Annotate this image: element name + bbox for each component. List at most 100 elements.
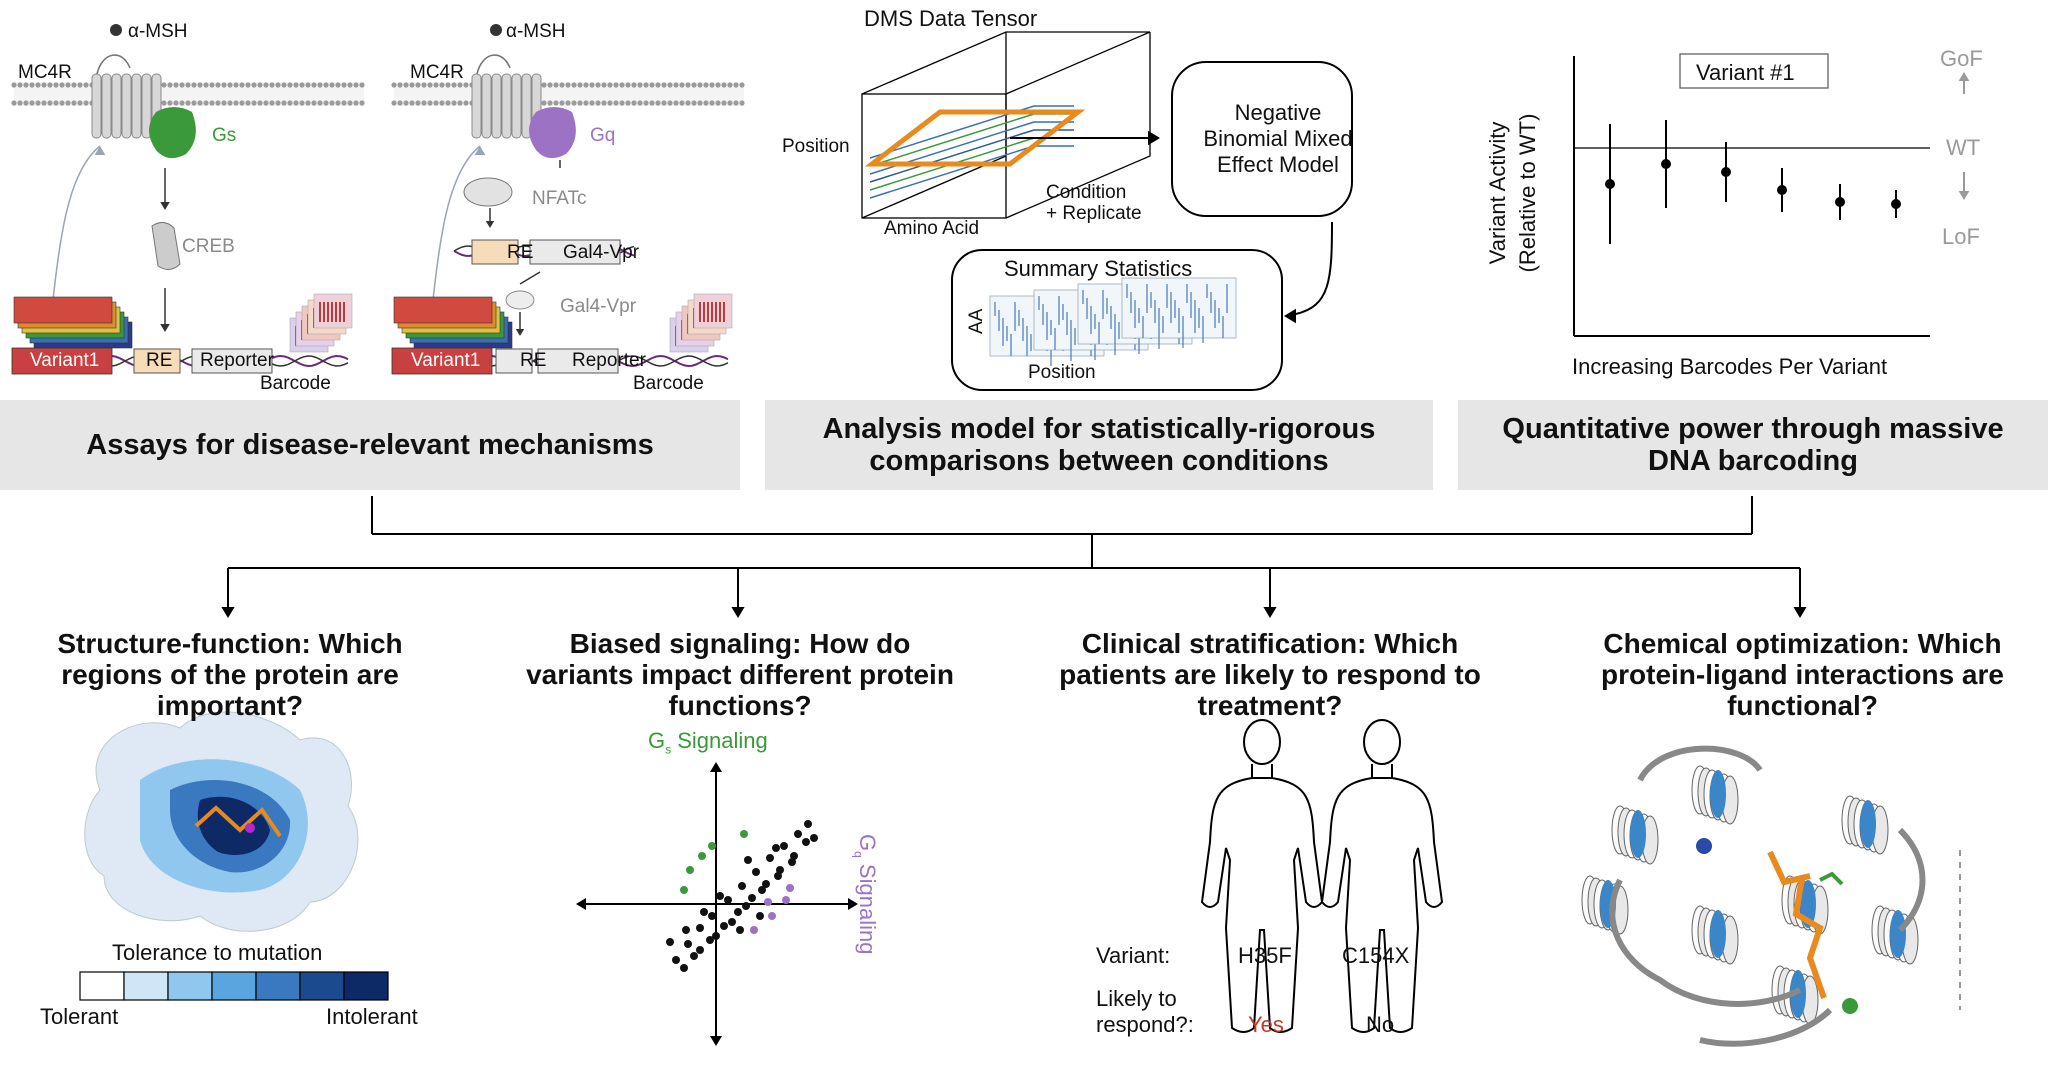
membrane-head-bottom xyxy=(305,100,311,106)
membrane-head-bottom xyxy=(179,100,185,106)
gof-arrow-head xyxy=(1958,72,1970,81)
heatmap-cell xyxy=(1142,316,1144,338)
respond-row-label: Likely to respond?: xyxy=(1096,986,1194,1037)
membrane-head-top xyxy=(347,82,353,88)
heatmap-cell xyxy=(1010,334,1012,356)
caption-model: Analysis model for statistically-rigorou… xyxy=(765,400,1433,490)
scatter-point xyxy=(680,964,688,972)
membrane-head-bottom xyxy=(691,100,697,106)
loop-coil xyxy=(1609,745,1926,1047)
tolerance-swatch xyxy=(123,971,169,1001)
tf-head xyxy=(485,221,495,228)
heatmap-cell xyxy=(1090,306,1092,334)
receptor-helix xyxy=(481,73,492,139)
membrane-head-top xyxy=(305,82,311,88)
scatter-point xyxy=(716,892,724,900)
variants-stack xyxy=(13,296,113,324)
tensor-aa-label: Amino Acid xyxy=(884,218,980,239)
clinical-title: Clinical stratification: Which patients … xyxy=(1059,628,1481,721)
membrane-head-bottom xyxy=(167,100,173,106)
re-box xyxy=(133,348,181,374)
barcodes-barcode-bar xyxy=(327,302,329,322)
helix-highlight xyxy=(1710,770,1726,818)
membrane-head-bottom xyxy=(637,100,643,106)
membrane-head-bottom xyxy=(727,100,733,106)
tolerance-swatch xyxy=(299,971,345,1001)
membrane-head-bottom xyxy=(17,100,23,106)
membrane-head-top xyxy=(245,82,251,88)
heatmap-cell xyxy=(1066,312,1068,335)
barcodes-barcode-bar xyxy=(343,302,345,322)
helix-highlight xyxy=(1890,910,1906,958)
membrane-head-bottom xyxy=(703,100,709,106)
heatmap-cell xyxy=(1102,290,1104,319)
biased-title: Biased signaling: How do variants impact… xyxy=(526,628,954,721)
membrane-head-top xyxy=(427,82,433,88)
membrane-head-bottom xyxy=(463,100,469,106)
membrane-head-bottom xyxy=(397,100,403,106)
membrane-head-top xyxy=(47,82,53,88)
scatter-point xyxy=(690,952,698,960)
gq-signaling-label: Gq Signaling xyxy=(846,834,880,954)
membrane-head-top xyxy=(353,82,359,88)
scatter-point xyxy=(744,856,752,864)
gal4-protein-shape xyxy=(505,290,535,310)
plot-point xyxy=(1777,185,1787,195)
heatmap-cell xyxy=(1058,296,1060,325)
membrane-head-top xyxy=(643,82,649,88)
gal4-head xyxy=(515,329,525,336)
membrane-head-bottom xyxy=(613,100,619,106)
receptor-helix xyxy=(131,73,142,139)
gs-rest: Signaling xyxy=(671,728,768,753)
membrane-head-bottom xyxy=(457,100,463,106)
heatmap-cell xyxy=(1094,314,1096,329)
heatmap-cell xyxy=(1154,300,1156,323)
membrane-head-top xyxy=(637,82,643,88)
ligand-label-2: α-MSH xyxy=(506,21,566,42)
scatter-point xyxy=(756,912,764,920)
gof-label: GoF xyxy=(1940,46,1983,71)
membrane-head-bottom xyxy=(427,100,433,106)
membrane-head-top xyxy=(673,82,679,88)
membrane-head-top xyxy=(239,82,245,88)
heatmap-cell xyxy=(994,302,996,316)
heatmap-cell xyxy=(1086,298,1088,319)
tolerance-swatch xyxy=(79,971,125,1001)
membrane-head-top xyxy=(269,82,275,88)
membrane-head-top xyxy=(715,82,721,88)
heatmap-cell xyxy=(1186,284,1188,303)
barcodes-barcode-bar xyxy=(711,302,713,322)
membrane-head-bottom xyxy=(161,100,167,106)
membrane-head-bottom xyxy=(439,100,445,106)
membrane-head-bottom xyxy=(359,100,365,106)
gal4-protein-label: Gal4-Vpr xyxy=(560,296,637,317)
tensor-condition-label: Condition + Replicate xyxy=(1046,182,1142,224)
membrane-head-top xyxy=(287,82,293,88)
heatmap-cell xyxy=(1002,318,1004,346)
scatter-point xyxy=(762,880,770,888)
tolerance-swatch xyxy=(255,971,301,1001)
receptor-label-2: MC4R xyxy=(410,62,464,83)
membrane-head-top xyxy=(649,82,655,88)
membrane-head-bottom xyxy=(53,100,59,106)
scatter-point xyxy=(696,946,704,954)
membrane-head-bottom xyxy=(559,100,565,106)
variants-stack xyxy=(393,296,493,324)
gprotein-label-2: Gq xyxy=(590,125,616,146)
heatmap-cell xyxy=(1030,334,1032,351)
tensor-title: DMS Data Tensor xyxy=(864,6,1038,31)
scatter-point-gq xyxy=(782,896,790,904)
membrane-head-top xyxy=(463,82,469,88)
membrane-head-bottom xyxy=(299,100,305,106)
membrane-head-bottom xyxy=(445,100,451,106)
scatter-point xyxy=(780,842,788,850)
scatter-point xyxy=(738,882,746,890)
gal4-line xyxy=(519,271,541,285)
membrane-head-top xyxy=(311,82,317,88)
membrane-head-top xyxy=(251,82,257,88)
membrane-head-bottom xyxy=(403,100,409,106)
helix-highlight xyxy=(1630,810,1646,858)
gal4-gene-label: Gal4-Vpr xyxy=(563,242,640,263)
membrane-head-top xyxy=(359,82,365,88)
